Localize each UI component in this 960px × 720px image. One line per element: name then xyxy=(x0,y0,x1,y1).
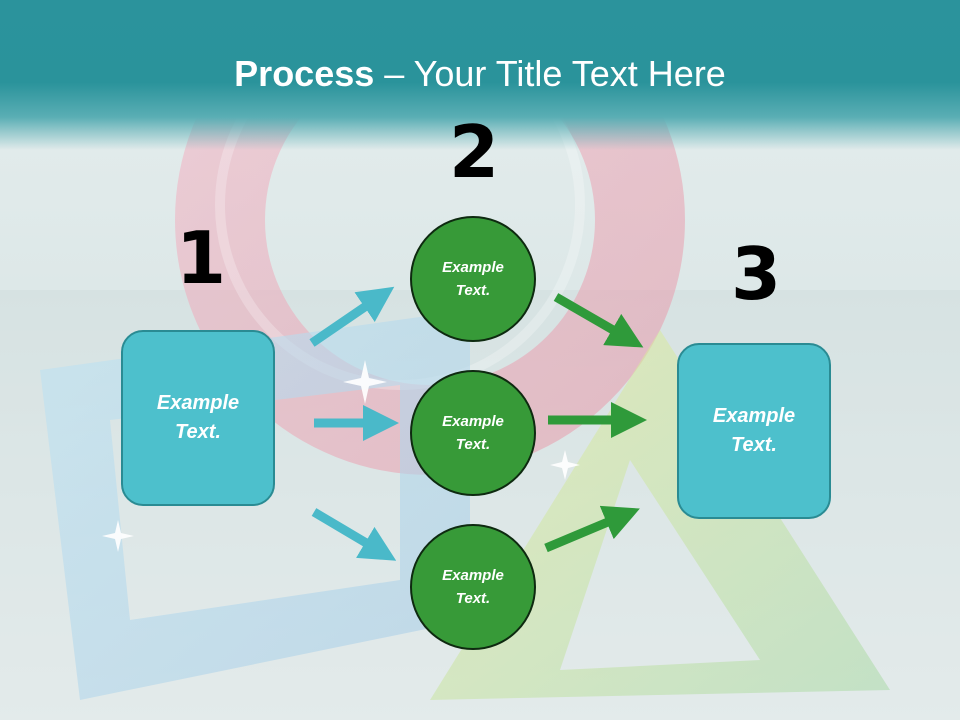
arrow-left-to-bottom xyxy=(311,508,397,561)
step-number-1: 1 xyxy=(176,216,227,300)
circle-bottom-text: Example Text. xyxy=(442,567,504,607)
arrow-bottom-to-right xyxy=(544,505,640,553)
title-bar xyxy=(0,0,960,150)
left-box-text: Example Text. xyxy=(156,392,240,443)
circle-middle-text: Example Text. xyxy=(442,413,504,453)
arrow-left-to-top xyxy=(309,286,395,347)
circle-top-text: Example Text. xyxy=(442,259,504,299)
green-triangle-shape xyxy=(430,330,890,700)
left-box: Example Text. xyxy=(121,330,275,506)
step-number-2: 2 xyxy=(449,110,500,194)
circle-bottom: Example Text. xyxy=(410,524,536,650)
page-title: Process – Your Title Text Here xyxy=(0,52,960,96)
arrow-top-to-right xyxy=(553,293,644,348)
step-number-3: 3 xyxy=(731,232,782,316)
title-bold: Process xyxy=(234,53,375,94)
title-rest: – Your Title Text Here xyxy=(374,53,726,94)
circle-top: Example Text. xyxy=(410,216,536,342)
circle-middle: Example Text. xyxy=(410,370,536,496)
right-box: Example Text. xyxy=(677,343,831,519)
sparkle-shapes xyxy=(102,360,580,552)
right-box-text: Example Text. xyxy=(712,405,796,456)
